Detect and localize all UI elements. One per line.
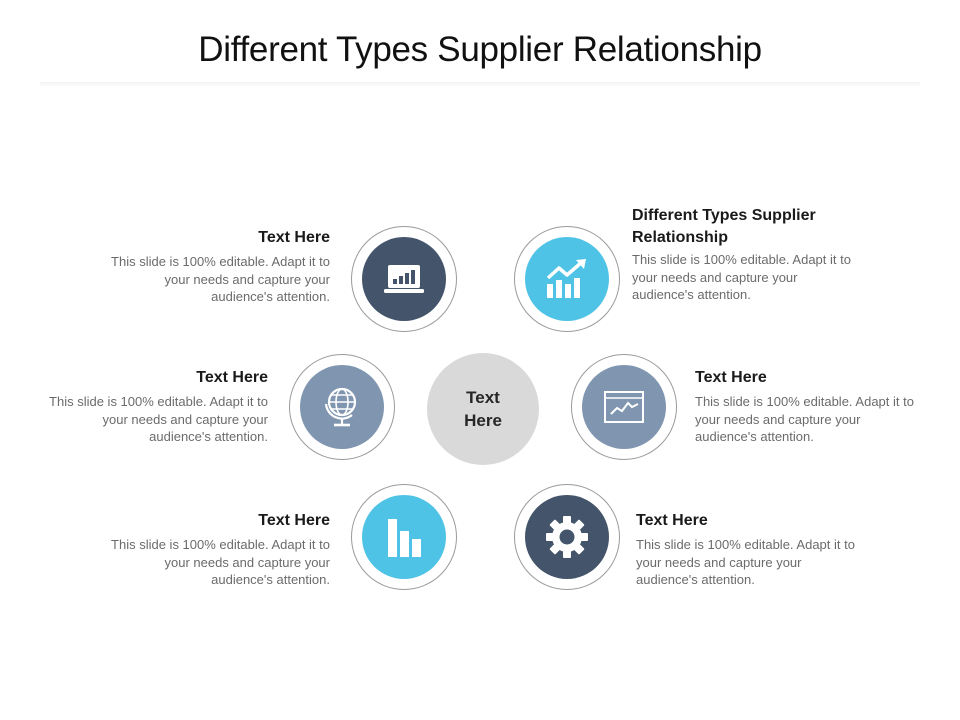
- label-middle-left: Text Here This slide is 100% editable. A…: [38, 367, 268, 446]
- label-body: This slide is 100% editable. Adapt it to…: [636, 537, 855, 587]
- label-heading: Text Here: [258, 512, 330, 529]
- label-top-left: Text Here This slide is 100% editable. A…: [100, 227, 330, 306]
- title-divider: [40, 82, 920, 86]
- center-text-line2: Here: [464, 411, 502, 430]
- growth-chart-icon: [525, 237, 609, 321]
- label-heading: Different Types Supplier Relationship: [632, 207, 816, 246]
- label-heading: Text Here: [258, 229, 330, 246]
- node-middle-left: [289, 354, 395, 460]
- label-bottom-left: Text Here This slide is 100% editable. A…: [100, 510, 330, 589]
- node-top-left: [351, 226, 457, 332]
- browser-chart-icon: [582, 365, 666, 449]
- node-top-right: [514, 226, 620, 332]
- label-heading: Text Here: [695, 369, 767, 386]
- label-top-right: Different Types Supplier Relationship Th…: [632, 205, 857, 304]
- node-bottom-right: [514, 484, 620, 590]
- globe-icon: [300, 365, 384, 449]
- bar-chart-icon: [362, 495, 446, 579]
- node-bottom-left: [351, 484, 457, 590]
- center-node: Text Here: [427, 353, 539, 465]
- label-middle-right: Text Here This slide is 100% editable. A…: [695, 367, 920, 446]
- label-body: This slide is 100% editable. Adapt it to…: [49, 394, 268, 444]
- label-heading: Text Here: [196, 369, 268, 386]
- label-body: This slide is 100% editable. Adapt it to…: [632, 252, 851, 302]
- label-body: This slide is 100% editable. Adapt it to…: [695, 394, 914, 444]
- label-body: This slide is 100% editable. Adapt it to…: [111, 537, 330, 587]
- node-middle-right: [571, 354, 677, 460]
- label-body: This slide is 100% editable. Adapt it to…: [111, 254, 330, 304]
- label-heading: Text Here: [636, 512, 708, 529]
- laptop-chart-icon: [362, 237, 446, 321]
- center-text-line1: Text: [466, 388, 500, 407]
- slide-title: Different Types Supplier Relationship: [198, 30, 762, 69]
- gear-icon: [525, 495, 609, 579]
- label-bottom-right: Text Here This slide is 100% editable. A…: [636, 510, 861, 589]
